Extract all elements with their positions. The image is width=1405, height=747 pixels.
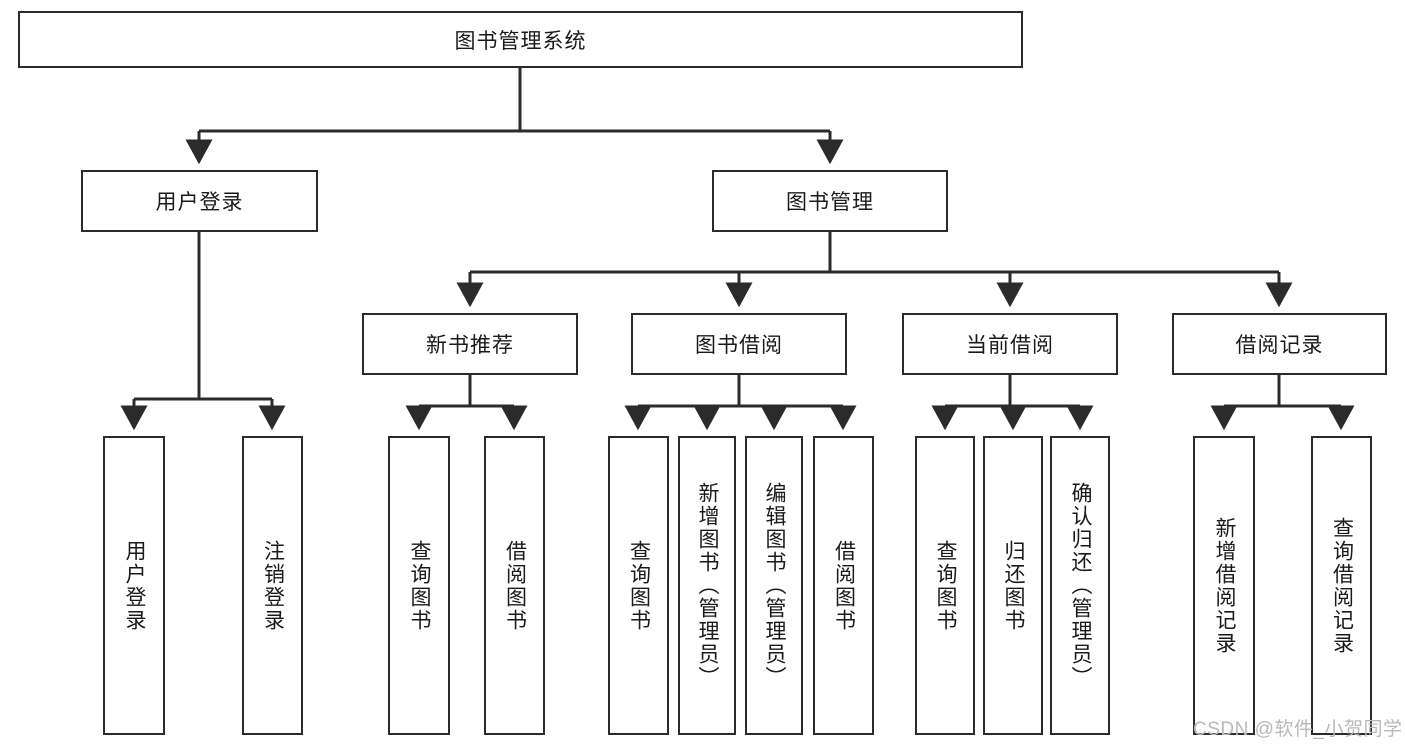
node-leaf-add-book-label: 新增图书（管理员） (696, 482, 720, 689)
node-leaf-edit-book-label: 编辑图书（管理员） (763, 482, 787, 689)
node-leaf-borrow-book-2[interactable]: 借阅图书 (813, 436, 874, 735)
node-leaf-query-book-3[interactable]: 查询图书 (915, 436, 975, 735)
node-new-book-recommend[interactable]: 新书推荐 (362, 313, 578, 375)
node-borrow-record[interactable]: 借阅记录 (1172, 313, 1387, 375)
node-root-label: 图书管理系统 (454, 29, 587, 53)
node-leaf-user-login[interactable]: 用户登录 (103, 436, 165, 735)
node-book-manage[interactable]: 图书管理 (712, 170, 948, 232)
node-leaf-add-record-label: 新增借阅记录 (1213, 516, 1237, 655)
node-leaf-query-book-3-label: 查询图书 (934, 539, 958, 632)
node-leaf-confirm-return[interactable]: 确认归还（管理员） (1050, 436, 1110, 735)
node-borrow-record-label: 借阅记录 (1235, 334, 1324, 357)
node-leaf-query-record-label: 查询借阅记录 (1330, 516, 1354, 655)
node-leaf-query-book-2[interactable]: 查询图书 (608, 436, 669, 735)
node-leaf-query-book-1-label: 查询图书 (408, 539, 432, 632)
node-root[interactable]: 图书管理系统 (18, 11, 1023, 68)
node-user-login-label: 用户登录 (155, 191, 244, 214)
node-new-book-recommend-label: 新书推荐 (426, 334, 514, 357)
node-leaf-borrow-book-1[interactable]: 借阅图书 (484, 436, 545, 735)
node-current-borrow-label: 当前借阅 (966, 334, 1054, 357)
node-leaf-query-record[interactable]: 查询借阅记录 (1311, 436, 1372, 735)
node-leaf-borrow-book-2-label: 借阅图书 (832, 539, 856, 632)
node-leaf-return-book-label: 归还图书 (1002, 539, 1026, 632)
node-leaf-borrow-book-1-label: 借阅图书 (503, 539, 527, 632)
node-leaf-logout-login-label: 注销登录 (261, 539, 285, 632)
node-leaf-add-book[interactable]: 新增图书（管理员） (678, 436, 736, 735)
node-user-login[interactable]: 用户登录 (81, 170, 318, 232)
watermark: CSDN @软件_小贺同学 (1193, 719, 1403, 740)
node-book-borrow[interactable]: 图书借阅 (631, 313, 847, 375)
node-leaf-add-record[interactable]: 新增借阅记录 (1193, 436, 1255, 735)
node-leaf-logout-login[interactable]: 注销登录 (242, 436, 303, 735)
node-leaf-query-book-1[interactable]: 查询图书 (388, 436, 450, 735)
node-current-borrow[interactable]: 当前借阅 (902, 313, 1118, 375)
node-leaf-edit-book[interactable]: 编辑图书（管理员） (745, 436, 803, 735)
node-leaf-confirm-return-label: 确认归还（管理员） (1069, 482, 1093, 689)
node-book-borrow-label: 图书借阅 (695, 334, 783, 357)
node-leaf-query-book-2-label: 查询图书 (627, 539, 651, 632)
node-leaf-user-login-label: 用户登录 (123, 539, 147, 632)
node-book-manage-label: 图书管理 (786, 191, 874, 214)
node-leaf-return-book[interactable]: 归还图书 (983, 436, 1043, 735)
